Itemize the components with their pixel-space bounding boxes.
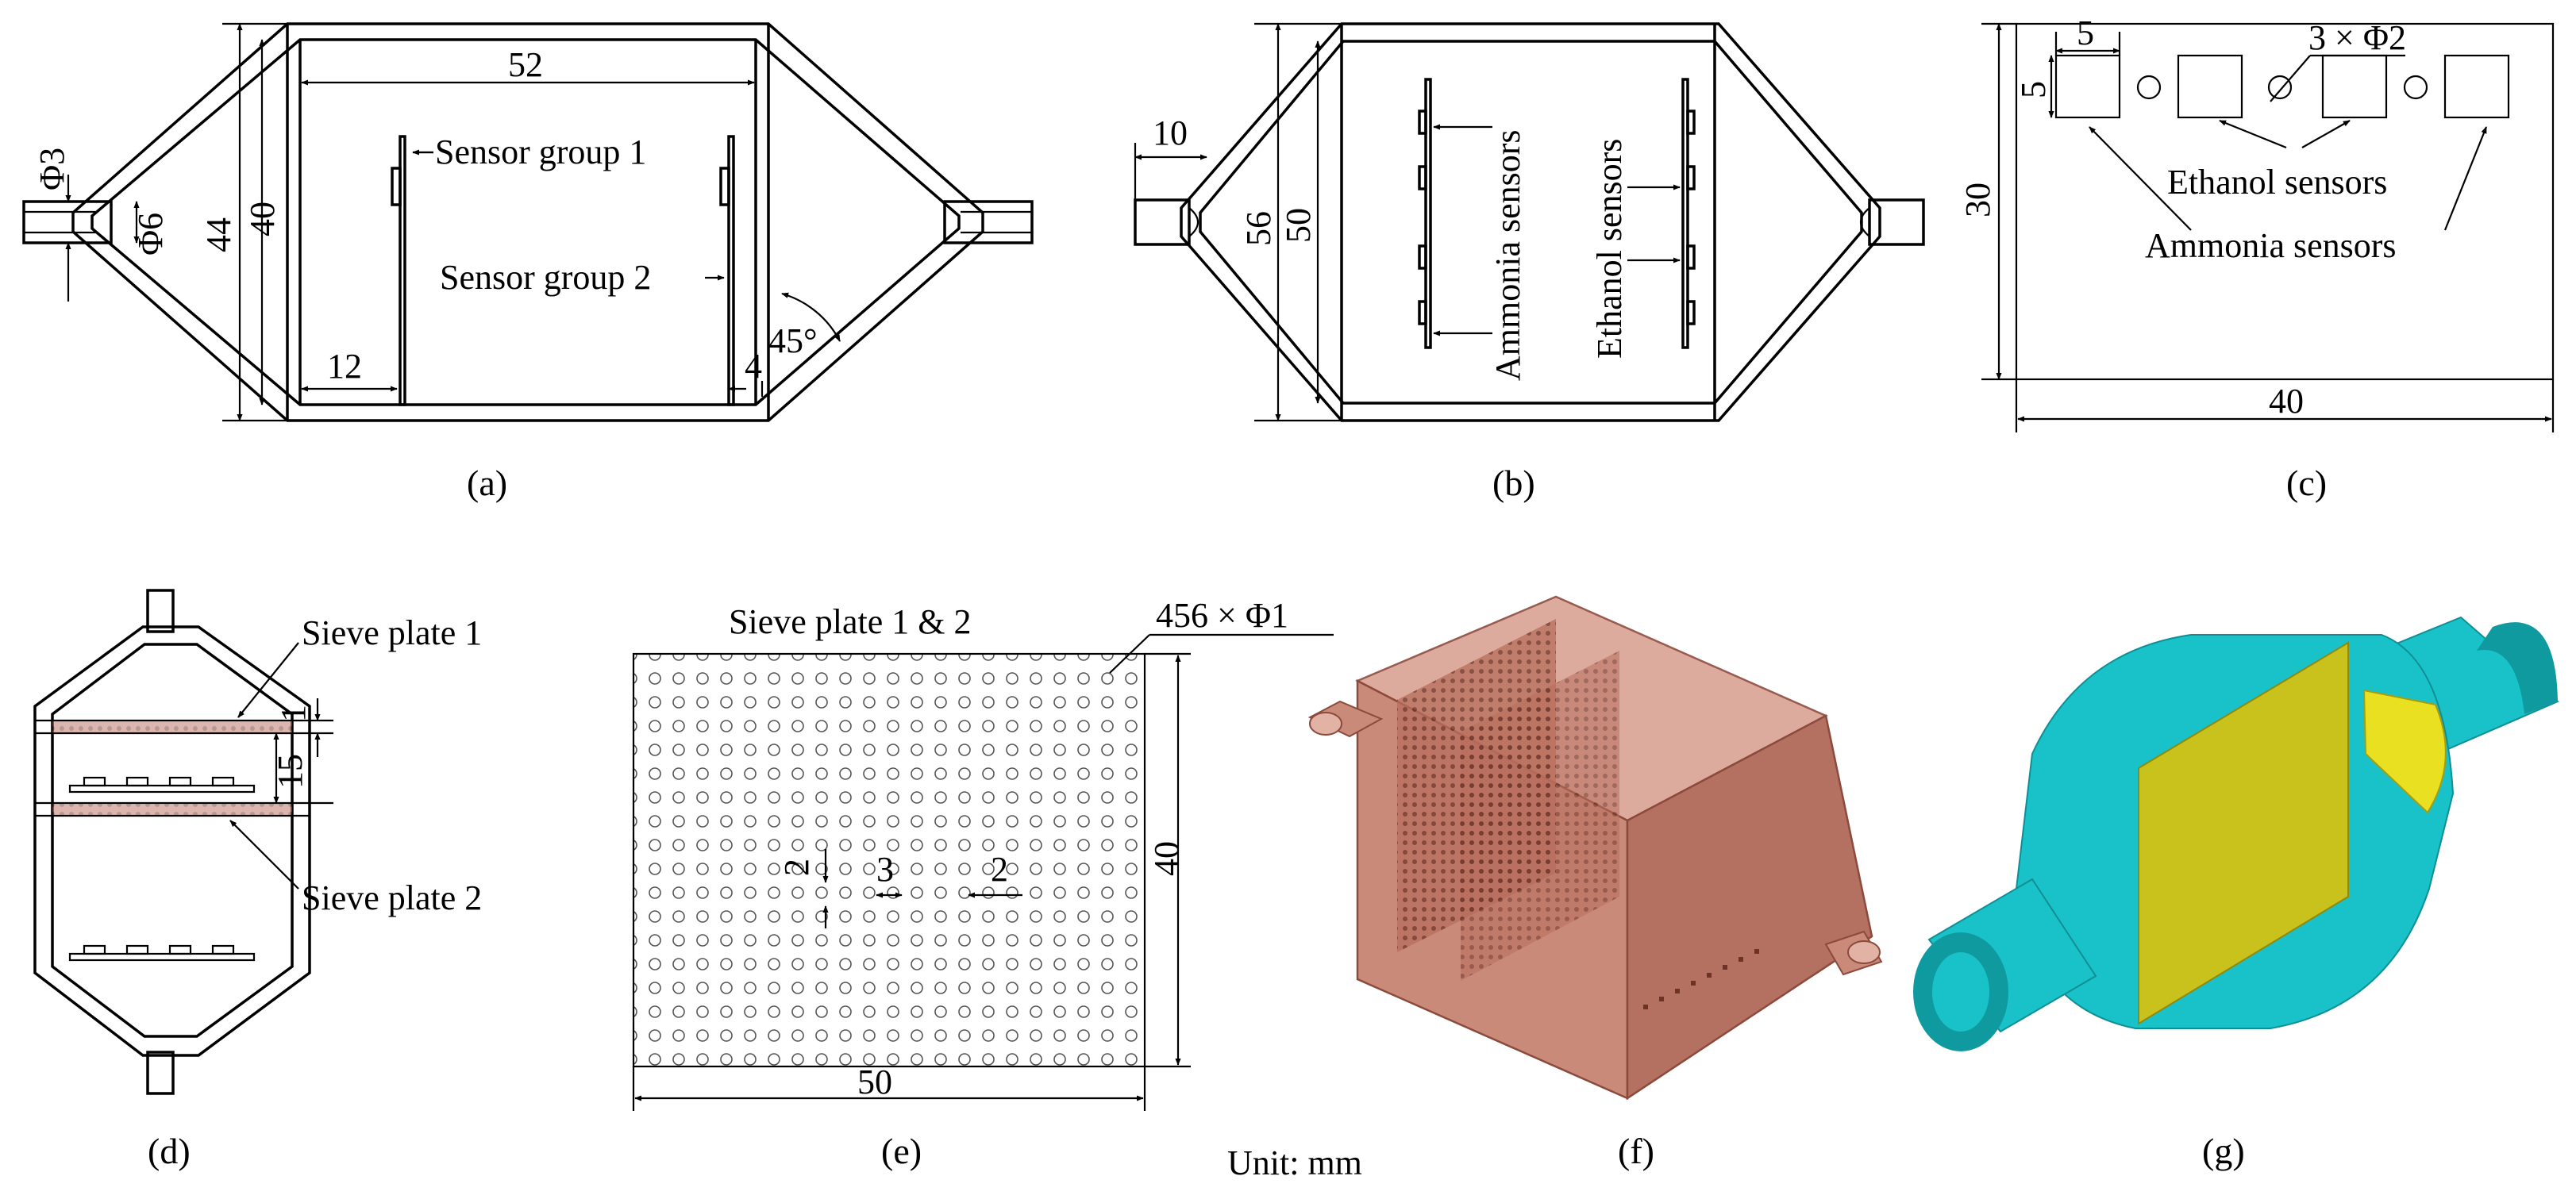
panel-f-drawing [1307,595,1883,1101]
dim-phi6: Φ6 [131,213,170,256]
title-sieve-plate: Sieve plate 1 & 2 [729,602,972,641]
dim-v2: 2 [777,859,816,876]
label-ammonia-sensors: Ammonia sensors [2145,226,2397,265]
dim-12: 12 [327,347,362,386]
dim-40: 40 [243,202,282,236]
dim-w5: 5 [2077,13,2094,52]
dim-h2: 2 [991,850,1008,889]
dim-h5: 5 [2014,81,2053,98]
label-ethanol-sensors: Ethanol sensors [1590,139,1629,359]
dim-40: 40 [1147,841,1186,876]
dim-1: 1 [274,705,313,722]
dim-50: 50 [1279,208,1318,243]
dim-52: 52 [508,45,543,84]
dim-50: 50 [857,1063,892,1101]
panel-d-drawing [33,589,333,1095]
panel-a-text: 52 40 44 12 4 Φ3 Φ6 45° Sensor group 1 S… [33,45,818,503]
label-ammonia-sensors: Ammonia sensors [1488,129,1527,381]
panel-g-text: (g) [2202,1131,2245,1171]
dim-15: 15 [271,754,310,789]
panel-b-text: 10 56 50 Ammonia sensors Ethanol sensors… [1153,113,1629,503]
dim-44: 44 [199,217,238,252]
label-sieve-plate-1: Sieve plate 1 [302,613,482,652]
dim-h3: 3 [876,850,894,889]
dim-4: 4 [745,347,762,386]
unit-label: Unit: mm [1227,1143,1362,1182]
cyan-pipe-left [1913,878,2097,1051]
caption-b: (b) [1492,463,1535,503]
sensor-dots [1643,949,1759,1009]
label-sensor-group-2: Sensor group 2 [440,258,651,297]
mesh-plate-2 [1461,651,1619,981]
panel-c-text: 5 5 3 × Φ2 30 40 Ethanol sensors Ammonia… [1958,13,2406,503]
caption-e: (e) [881,1131,922,1171]
panel-f-text: Unit: mm (f) [1227,1131,1654,1182]
pipe-left [1307,700,1384,738]
dim-angle: 45° [768,321,818,360]
label-sieve-plate-2: Sieve plate 2 [302,878,482,917]
dim-phi3: Φ3 [33,148,71,190]
caption-a: (a) [467,463,507,503]
panel-c-drawing [1981,22,2555,432]
panel-e-text: Sieve plate 1 & 2 456 × Φ1 40 50 2 3 2 (… [729,596,1288,1171]
dim-holes: 456 × Φ1 [1156,596,1288,635]
caption-d: (d) [148,1131,191,1171]
panel-b-drawing [1134,22,1925,422]
pipe-right [1824,930,1883,976]
dim-30: 30 [1958,183,1997,217]
yellow-sensor-plate [2138,641,2349,1025]
label-sensor-group-1: Sensor group 1 [435,133,646,171]
panel-g-drawing [1913,616,2559,1051]
dim-40: 40 [2269,382,2304,421]
panel-a-drawing [22,22,1034,422]
dim-56: 56 [1239,211,1278,246]
panel-d-text: Sieve plate 1 Sieve plate 2 1 15 (d) [148,613,482,1171]
panel-e-drawing [632,633,1334,1111]
caption-g: (g) [2202,1131,2245,1171]
dim-10: 10 [1153,113,1188,152]
caption-f: (f) [1618,1131,1654,1171]
label-ethanol-sensors: Ethanol sensors [2167,163,2387,202]
dim-holes: 3 × Φ2 [2308,18,2406,57]
yellow-cone [2362,689,2447,814]
caption-c: (c) [2286,463,2327,503]
